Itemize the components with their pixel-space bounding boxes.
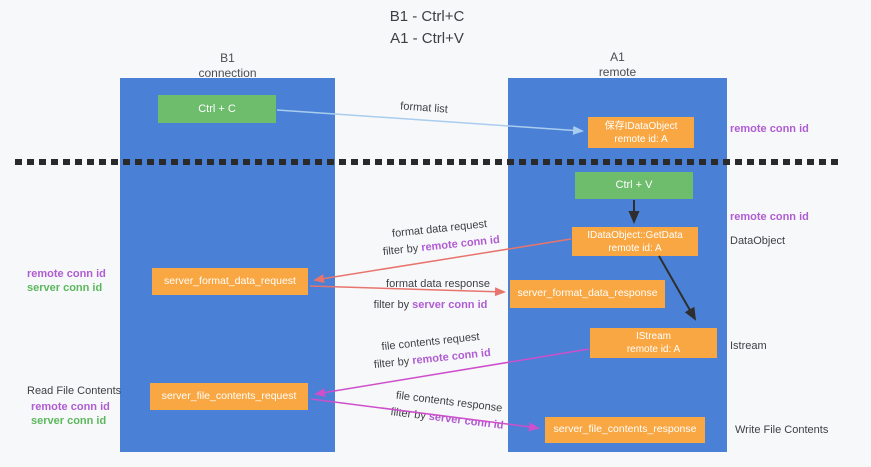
lane-a1-name: A1 — [610, 50, 625, 64]
dashed-separator — [15, 159, 838, 165]
save-idataobject-line1: 保存IDataObject — [604, 120, 678, 132]
server-format-data-response-label: server_format_data_response — [517, 287, 658, 300]
edge-label-file-contents-request-group: file contents request filter by remote c… — [353, 326, 511, 376]
lane-b1-name: B1 — [220, 51, 235, 65]
label-remote-conn-id-left2: remote conn id — [31, 401, 110, 413]
title-line-2: A1 - Ctrl+V — [390, 29, 464, 47]
node-server-format-data-response: server_format_data_response — [510, 280, 665, 308]
node-istream: IStream remote id: A — [590, 328, 717, 358]
label-istream: Istream — [730, 340, 767, 352]
filter-by-text: filter by — [373, 299, 413, 311]
ctrl-v-label: Ctrl + V — [615, 179, 653, 192]
edge-label-filter-server-1: filter by server conn id — [358, 297, 503, 314]
getdata-line1: IDataObject::GetData — [587, 229, 683, 241]
lane-header-a1: A1 remote — [508, 50, 727, 80]
getdata-line2: remote id: A — [608, 242, 662, 254]
save-idataobject-line2: remote id: A — [614, 133, 668, 145]
ctrl-c-label: Ctrl + C — [198, 102, 236, 115]
node-server-file-contents-request: server_file_contents_request — [150, 383, 308, 410]
edge-label-format-list: format list — [399, 100, 449, 116]
label-remote-conn-id-left1: remote conn id — [27, 268, 106, 280]
node-save-idataobject: 保存IDataObject remote id: A — [588, 117, 694, 148]
label-write-file-contents: Write File Contents — [735, 424, 829, 436]
label-read-file-contents: Read File Contents — [27, 385, 122, 397]
filter-server-conn-id-text: server conn id — [412, 299, 488, 311]
edge-label-format-data-request-group: format data request filter by remote con… — [362, 213, 520, 263]
server-format-data-request-label: server_format_data_request — [164, 274, 296, 287]
node-server-file-contents-response: server_file_contents_response — [545, 417, 705, 443]
label-remote-conn-id-mid: remote conn id — [730, 211, 809, 223]
lane-header-b1: B1 connection — [120, 51, 335, 81]
label-server-conn-id-left2: server conn id — [31, 415, 107, 427]
label-remote-conn-id-top: remote conn id — [730, 123, 809, 135]
filter-by-text: filter by — [382, 242, 422, 259]
node-idataobject-getdata: IDataObject::GetData remote id: A — [572, 227, 698, 256]
istream-line2: remote id: A — [626, 344, 681, 355]
node-ctrl-v: Ctrl + V — [575, 172, 693, 199]
node-ctrl-c: Ctrl + C — [158, 95, 276, 123]
diagram-title: B1 - Ctrl+C A1 - Ctrl+V — [0, 6, 854, 50]
label-server-conn-id-left1: server conn id — [27, 282, 103, 294]
edge-label-format-data-response: format data response — [386, 278, 490, 290]
node-server-format-data-request: server_format_data_request — [152, 268, 308, 295]
server-file-contents-response-label: server_file_contents_response — [553, 423, 697, 436]
filter-by-text: filter by — [389, 406, 430, 423]
filter-by-text: filter by — [373, 355, 413, 372]
label-dataobject: DataObject — [730, 235, 786, 247]
lane-a1-role: remote — [598, 65, 637, 79]
server-file-contents-request-label: server_file_contents_request — [161, 389, 297, 402]
lane-b1-role: connection — [198, 66, 257, 80]
title-line-1: B1 - Ctrl+C — [389, 8, 465, 25]
istream-line1: IStream — [635, 331, 671, 342]
